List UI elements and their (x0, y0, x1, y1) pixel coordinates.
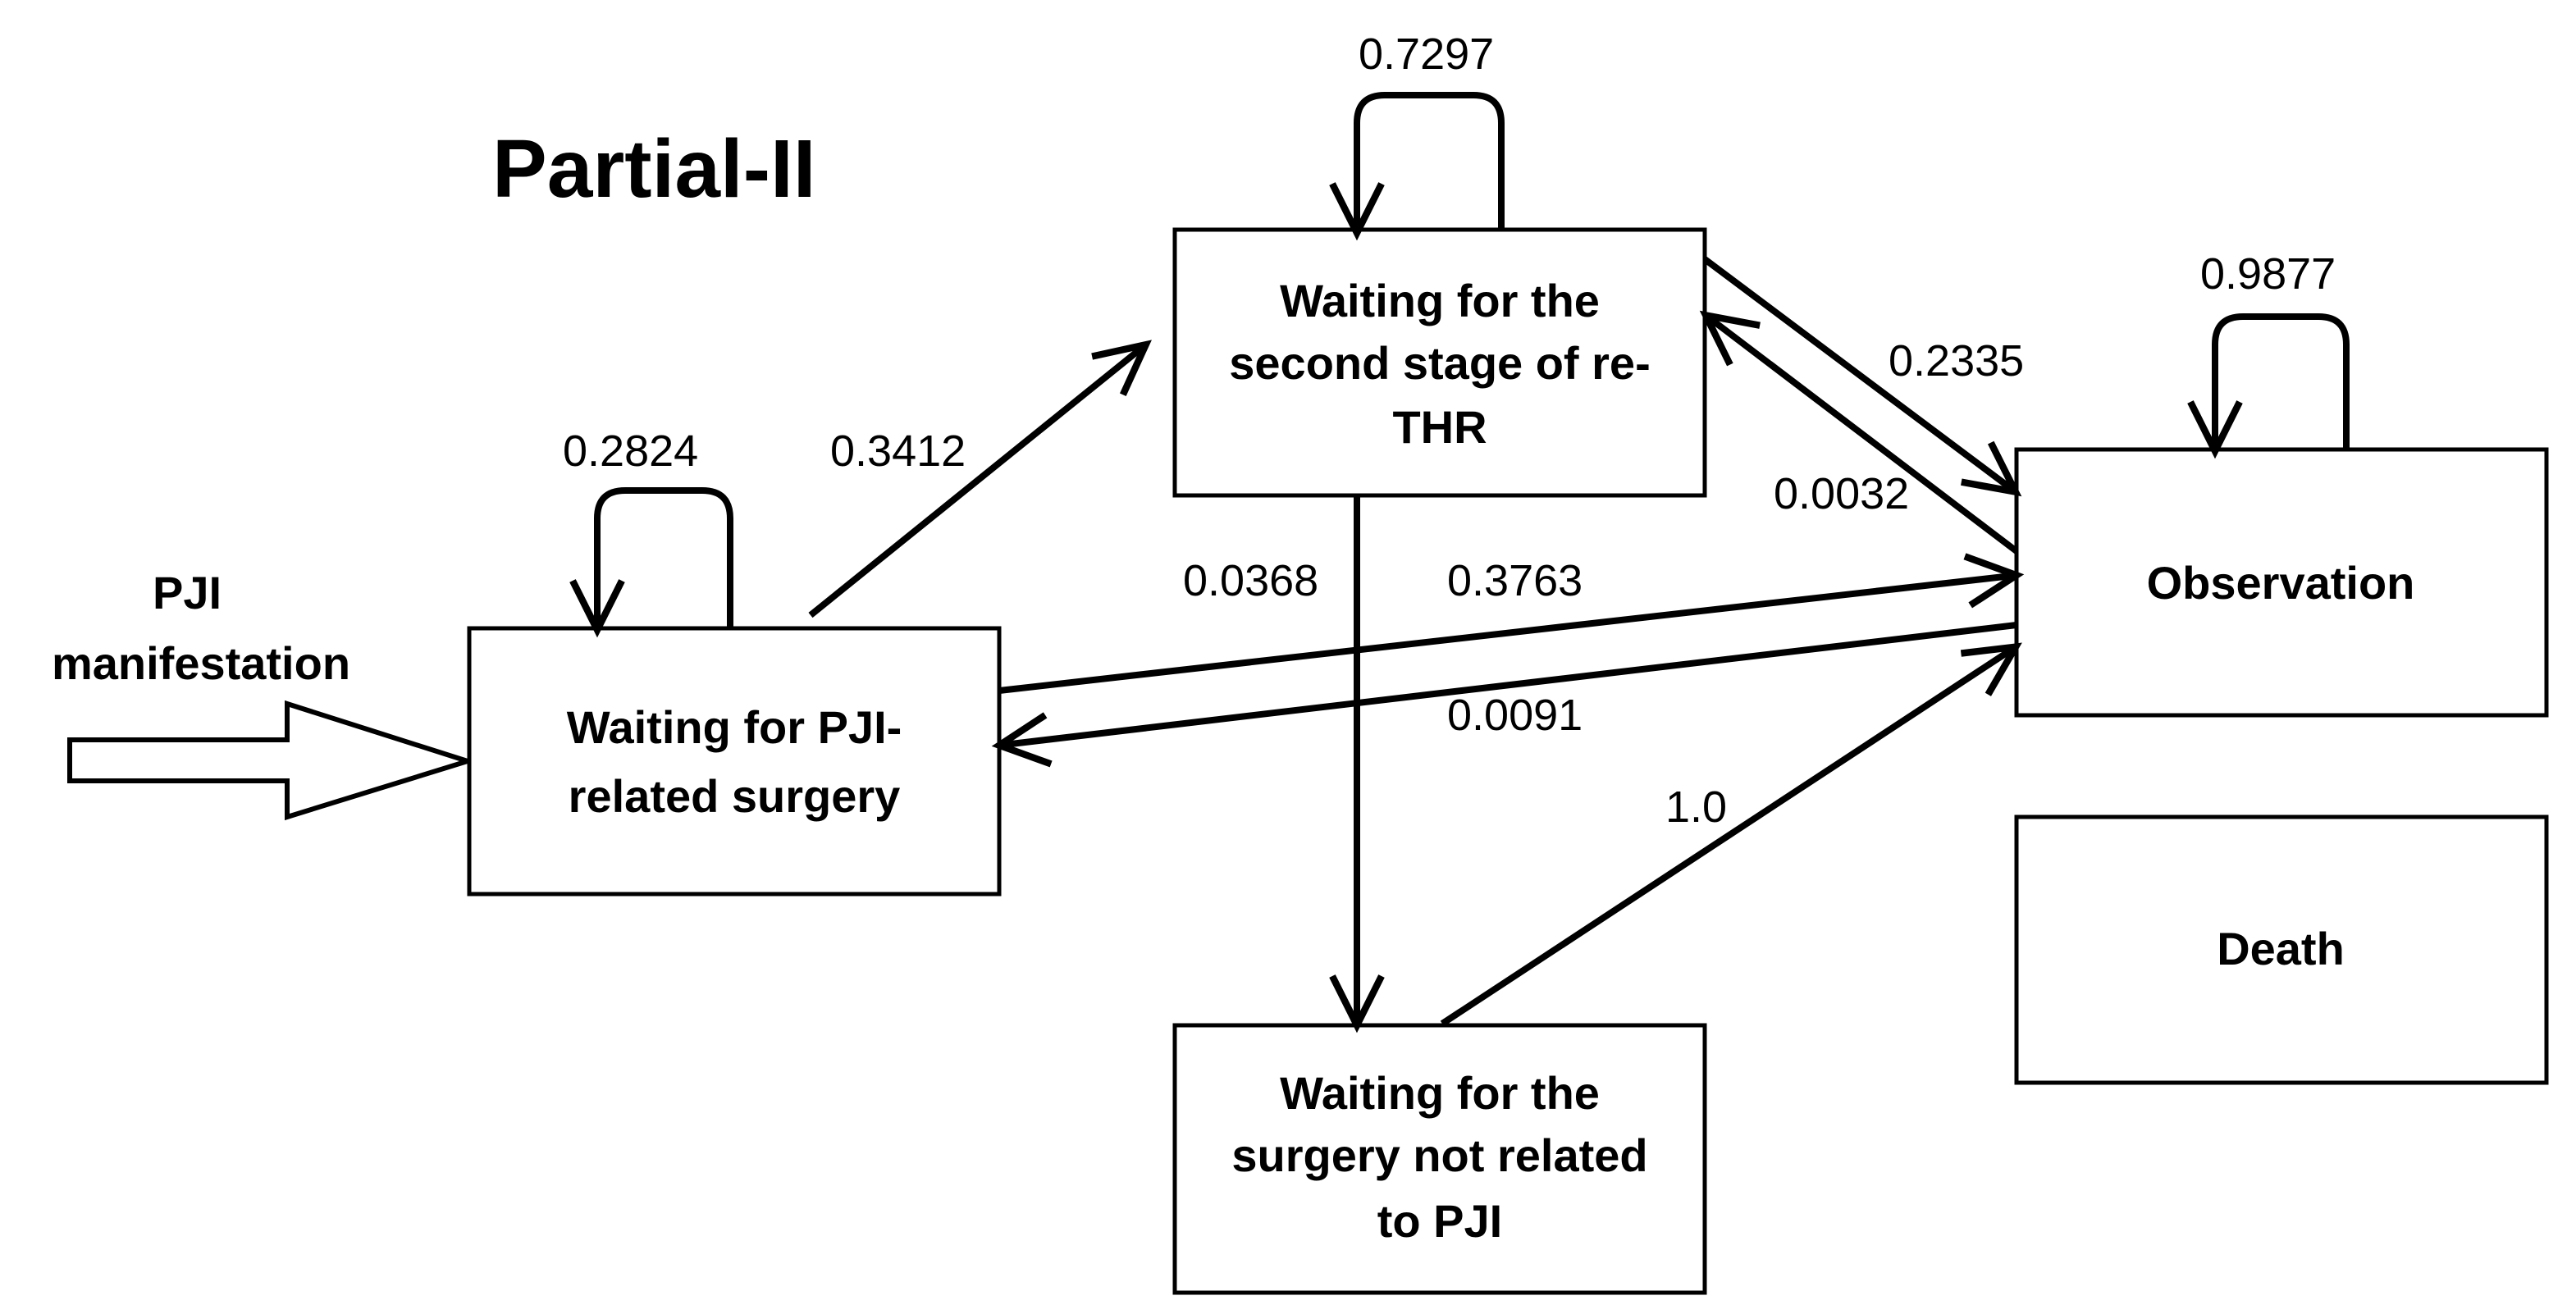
state-second-stage: Waiting for the second stage of re- THR (1172, 227, 1707, 498)
diagram-title: Partial-II (492, 123, 816, 215)
state-label-line: Death (2217, 923, 2345, 974)
edge-pji-self-loop (569, 487, 733, 638)
entry-arrow (67, 700, 477, 821)
state-observation: Observation (2014, 447, 2549, 718)
state-box-observation (2014, 447, 2549, 718)
state-label-line: second stage of re- (1229, 337, 1650, 389)
state-box-death (2014, 814, 2549, 1085)
edge-second-stage-self-loop (1329, 92, 1505, 241)
edge-non-pji-surgery-to-observation (1440, 642, 2022, 1027)
state-box-non-pji-surgery (1172, 1023, 1707, 1295)
prob-label-second-to-non-pji: 0.0368 (1183, 556, 1318, 605)
prob-label-second-self: 0.7297 (1359, 30, 1494, 79)
state-pji-related-surgery: Waiting for PJI- related surgery (467, 626, 1002, 897)
state-label-line: THR (1392, 401, 1487, 453)
state-label-line: to PJI (1377, 1195, 1502, 1247)
prob-label-pji-self: 0.2824 (563, 427, 698, 476)
state-label-line: surgery not related (1231, 1129, 1647, 1181)
edge-observation-to-pji (991, 622, 2017, 768)
entry-label-line2: manifestation (52, 637, 350, 689)
state-box-pji-related-surgery (467, 626, 1002, 897)
prob-label-second-to-observation: 0.2335 (1889, 336, 2024, 386)
entry-label-line1: PJI (153, 567, 222, 618)
state-label-line: Observation (2147, 557, 2415, 609)
edge-observation-self-loop (2187, 313, 2350, 459)
state-label-line: Waiting for the (1280, 1067, 1600, 1119)
prob-label-pji-to-observation: 0.3763 (1447, 556, 1583, 605)
state-label-line: Waiting for PJI- (567, 701, 902, 753)
prob-label-observation-to-pji: 0.0091 (1447, 691, 1583, 740)
state-non-pji-surgery: Waiting for the surgery not related to P… (1172, 1023, 1707, 1295)
prob-label-non-pji-to-observation: 1.0 (1665, 782, 1727, 832)
state-box-second-stage (1172, 227, 1707, 498)
prob-label-pji-to-second: 0.3412 (830, 427, 966, 476)
prob-label-observation-to-second: 0.0032 (1774, 469, 1909, 518)
edge-pji-to-second-stage (808, 340, 1152, 618)
edge-second-stage-to-observation (1702, 256, 2022, 497)
state-label-line: Waiting for the (1280, 275, 1600, 326)
edge-observation-to-second-stage (1699, 310, 2019, 554)
state-death: Death (2014, 814, 2549, 1085)
state-label-line: related surgery (569, 770, 901, 822)
prob-label-observation-self: 0.9877 (2200, 249, 2336, 299)
edge-pji-to-observation (998, 553, 2025, 694)
